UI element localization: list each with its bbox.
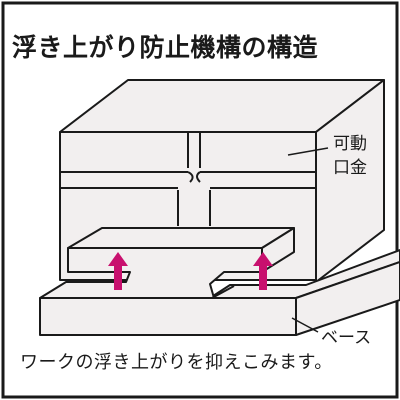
diagram-caption: ワークの浮き上がりを抑えこみます。 (20, 352, 333, 373)
jaw-side-face (315, 79, 385, 283)
arrow-right (253, 252, 273, 290)
leader-lines (287, 147, 329, 333)
workpiece-top (67, 227, 295, 249)
diagram-title: 浮き上がり防止機構の構造 (12, 33, 319, 62)
jaw-grooves (60, 132, 316, 226)
base-side-face (295, 261, 400, 336)
arrow-left (108, 252, 128, 290)
movable-jaw-label-line1: 可動 (333, 134, 367, 154)
base-leader (291, 317, 319, 333)
movable-jaw-label-line2: 口金 (333, 158, 367, 178)
lift-arrows (108, 252, 273, 290)
base-label: ベース (321, 328, 372, 348)
jaw-leader (287, 147, 329, 156)
